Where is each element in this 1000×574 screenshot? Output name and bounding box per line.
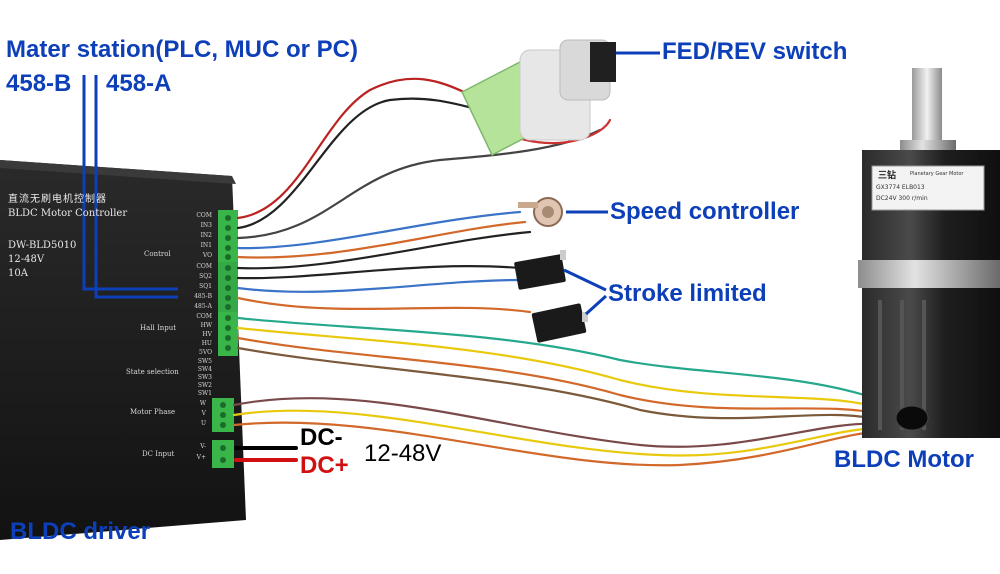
wire-limit-black [236,265,522,280]
terminal-label: COM [196,313,212,320]
terminal-label: COM [196,212,212,219]
wire-hall-orange [236,336,882,416]
terminal-label: IN2 [200,232,212,239]
wire-pot-black [236,230,532,270]
terminal-label: SW4 [197,366,212,373]
motor-nameplate [871,165,985,211]
terminal-block-dc [212,440,234,468]
wire-switch-red [236,77,472,220]
group-dc-input: DC Input [142,450,175,458]
terminal-label: W [199,400,206,407]
limit-switch-2 [531,303,587,343]
dc-minus-label: DC- [300,424,343,451]
motor-model-line: GX3774 ELB013 [876,184,925,191]
limit-switches [514,250,588,343]
motor-body [862,288,1000,438]
group-state-selection: State selection [126,368,179,376]
limit-switch-1-lever [560,250,566,260]
bldc-driver-label: BLDC driver [10,518,151,545]
limit-switch-2-lever [582,312,588,322]
terminal-label: 485-B [194,293,212,300]
terminal-label: SQ2 [199,273,212,280]
terminal-blocks [212,210,238,468]
rs485-b-label: 458-B [6,70,72,97]
controller-model: DW-BLD5010 [8,240,77,251]
terminal-label: 5VO [199,349,212,356]
rs485-a-label: 458-A [106,70,172,97]
terminal-label: HW [200,322,212,329]
controller-chinese-title: 直流无刷电机控制器 [8,194,107,205]
pot-shaft [542,206,554,218]
wire-limit-orange [236,296,532,314]
group-motor-phase: Motor Phase [130,408,176,416]
terminal-label: V [201,410,206,417]
wire-hall-green [236,316,882,402]
switch-knob [590,42,616,82]
terminal-label: COM [196,263,212,270]
wire-hall-yellow [236,326,882,410]
controller-voltage: 12-48V [8,254,45,265]
potentiometer [518,197,563,227]
pot-pins [518,202,538,208]
rs485-annotation-lines [82,75,178,299]
terminal-label: SW1 [197,390,212,397]
stroke-pointer-1 [563,268,607,292]
motor-rating-line: DC24V 300 r/min [876,195,928,202]
stroke-pointer-2 [584,294,608,316]
wire-pot-blue [236,210,522,250]
terminal-label: SW2 [197,382,212,389]
voltage-range-label: 12-48V [364,440,442,467]
wire-pot-orange [236,220,527,259]
master-station-label: Mater station(PLC, MUC or PC) [6,36,359,63]
motor-cable-gland [895,405,929,431]
wire-phase-w [232,397,882,448]
speed-controller-label: Speed controller [610,198,800,225]
terminal-label: IN1 [200,242,212,249]
group-control: Control [144,250,171,258]
rs485-b-line [82,75,178,291]
bldc-controller [0,160,246,540]
wire-limit-blue [236,278,522,293]
motor-gear-label: Planetary Gear Motor [910,171,964,177]
terminal-label: HU [201,340,212,347]
terminal-label: V+ [196,454,206,461]
motor-band [858,260,1000,288]
terminal-label: SW3 [197,374,212,381]
controller-current: 10A [8,268,28,279]
bldc-motor [858,68,1000,438]
terminal-label: 485-A [194,303,212,310]
wire-phase-u [232,421,882,467]
terminal-label: SW5 [197,358,212,365]
wire-switch-black [236,97,482,230]
terminal-label: HV [202,331,212,338]
controller-top-edge [0,160,236,184]
fed-rev-switch [461,39,616,157]
rs485-a-line [94,75,178,299]
terminal-label: VO [202,252,212,259]
fed-rev-switch-label: FED/REV switch [662,38,848,65]
dc-plus-label: DC+ [300,452,349,479]
terminal-label: V- [200,443,206,450]
motor-brand-mark: 三钻 [878,171,897,181]
bldc-motor-label: BLDC Motor [834,446,974,473]
terminal-label: SQ1 [199,283,212,290]
wire-hall-brown [236,346,882,422]
wires [232,77,882,467]
motor-shaft [912,68,942,143]
terminal-label: IN3 [200,222,212,229]
terminal-block-hall [218,312,238,356]
limit-switch-1 [514,254,566,290]
terminal-label: U [200,420,206,427]
wire-phase-v [232,409,882,457]
stroke-limited-label: Stroke limited [608,280,767,307]
controller-housing [0,160,246,540]
wire-switch-black-2 [236,128,602,240]
group-hall-input: Hall Input [140,324,177,332]
controller-english-title: BLDC Motor Controller [8,208,128,219]
